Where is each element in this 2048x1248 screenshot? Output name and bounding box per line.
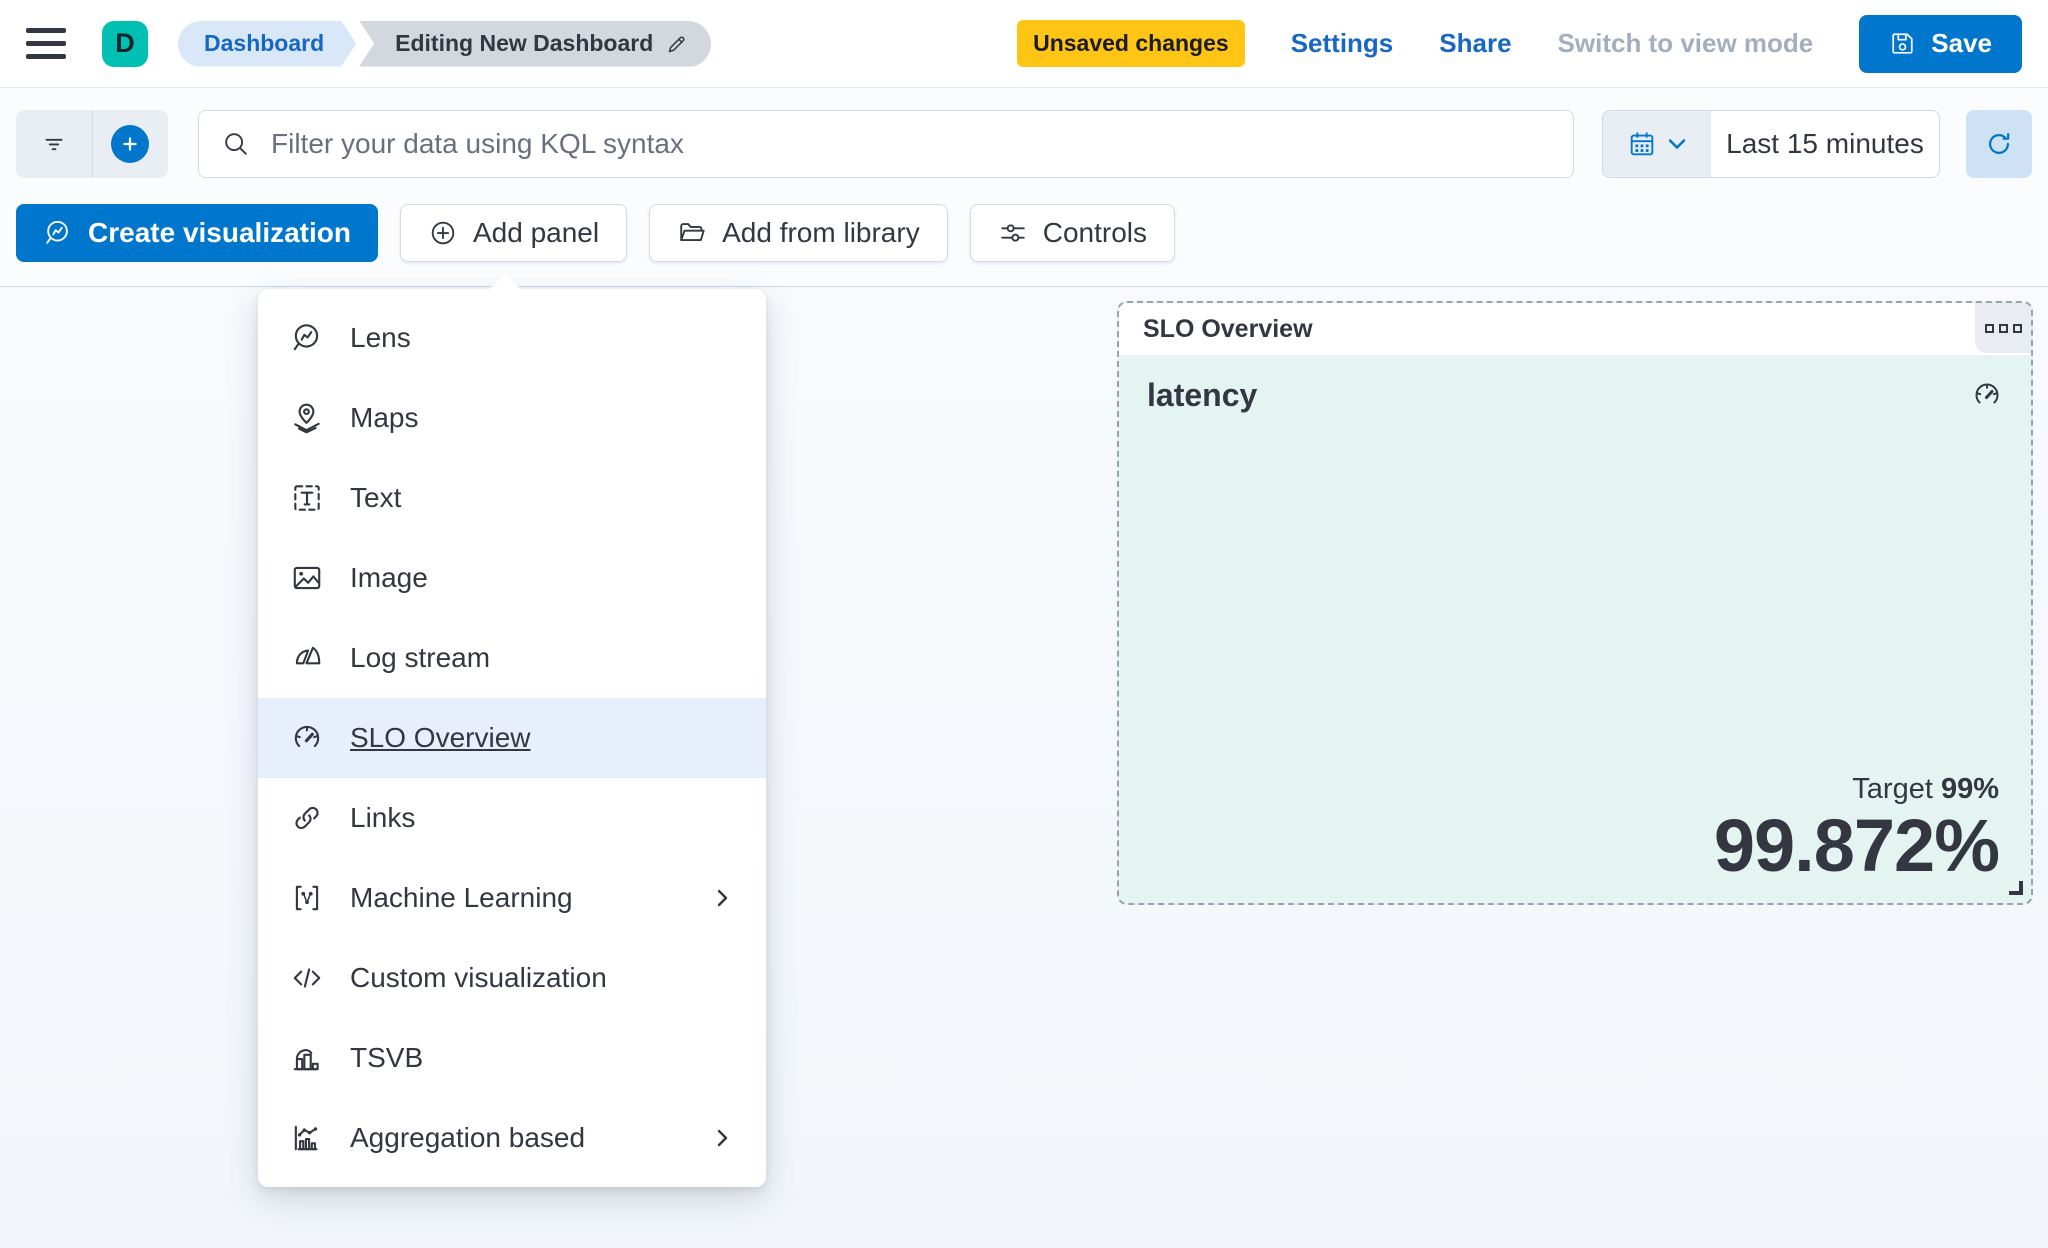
menu-item-label: Log stream <box>350 642 491 673</box>
kql-search-input[interactable] <box>271 128 1551 160</box>
add-panel-button[interactable]: Add panel <box>399 204 628 262</box>
controls-button[interactable]: Controls <box>969 204 1175 262</box>
breadcrumb-dashboard[interactable]: Dashboard <box>178 21 356 67</box>
filter-menu-button[interactable] <box>16 110 92 178</box>
menu-item-label: SLO Overview <box>350 722 531 753</box>
slo-value-block: Target 99% 99.872% <box>1713 773 2000 887</box>
aggregation-icon <box>294 1125 318 1151</box>
sliders-icon <box>1001 224 1025 242</box>
menu-item-machine-learning[interactable]: Machine Learning <box>258 858 766 938</box>
breadcrumb-current-label: Editing New Dashboard <box>395 30 654 56</box>
create-visualization-label: Create visualization <box>88 217 351 248</box>
menu-item-label: Links <box>350 802 416 833</box>
menu-item-label: Lens <box>350 322 411 353</box>
panel-title: SLO Overview <box>1143 314 1313 343</box>
gauge-icon <box>294 725 320 748</box>
create-visualization-button[interactable]: Create visualization <box>16 204 378 262</box>
image-icon <box>293 566 321 590</box>
machine-learning-icon <box>295 885 319 911</box>
settings-button[interactable]: Settings <box>1290 28 1394 58</box>
slo-name: latency <box>1147 377 1258 413</box>
panel-header-drag-handle[interactable]: SLO Overview <box>1119 303 2031 355</box>
refresh-button[interactable] <box>1966 110 2032 178</box>
plus-circle-icon <box>111 125 150 163</box>
toolbar-section: Last 15 minutes Create visualization Add… <box>0 88 2048 287</box>
add-from-library-button[interactable]: Add from library <box>649 204 948 262</box>
tsvb-icon <box>293 1049 319 1071</box>
plus-in-circle-icon <box>431 221 455 245</box>
controls-label: Controls <box>1042 217 1147 248</box>
lens-icon <box>46 220 68 244</box>
panel-body: latency Target 99% 99.872% <box>1119 355 2031 903</box>
menu-item-lens[interactable]: Lens <box>258 298 766 378</box>
menu-item-image[interactable]: Image <box>258 538 766 618</box>
menu-item-label: Text <box>350 482 402 513</box>
menu-item-aggregation-based[interactable]: Aggregation based <box>258 1098 766 1178</box>
menu-item-tsvb[interactable]: TSVB <box>258 1018 766 1098</box>
breadcrumb: Dashboard Editing New Dashboard <box>178 20 712 67</box>
menu-item-label: Custom visualization <box>350 962 607 993</box>
gauge-icon <box>1975 383 1999 404</box>
menu-hamburger-icon[interactable] <box>26 28 66 59</box>
chevron-right-icon <box>717 889 728 907</box>
add-from-library-label: Add from library <box>722 217 920 248</box>
folder-icon <box>680 223 705 241</box>
time-range-value[interactable]: Last 15 minutes <box>1726 128 1924 159</box>
menu-item-label: Machine Learning <box>350 882 573 913</box>
save-disk-icon <box>1892 33 1913 54</box>
unsaved-changes-badge: Unsaved changes <box>1017 20 1245 67</box>
code-icon <box>293 968 321 988</box>
menu-item-maps[interactable]: Maps <box>258 378 766 458</box>
refresh-icon <box>1989 133 2010 155</box>
filter-button-group <box>16 110 168 178</box>
menu-item-links[interactable]: Links <box>258 778 766 858</box>
chevron-right-icon <box>717 1129 728 1147</box>
menu-item-slo-overview[interactable]: SLO Overview <box>258 698 766 778</box>
dashboard-canvas: Lens Maps Text Image <box>0 273 2048 1248</box>
kql-search-box <box>198 110 1574 178</box>
date-quick-select-button[interactable] <box>1603 111 1711 177</box>
calendar-icon <box>1630 132 1654 156</box>
chevron-down-icon <box>1668 139 1686 149</box>
top-bar-actions: Unsaved changes Settings Share Switch to… <box>1017 14 2022 73</box>
save-button-label: Save <box>1931 28 1992 58</box>
lens-icon <box>293 324 319 351</box>
boxes-horizontal-icon <box>1984 323 1994 333</box>
space-avatar[interactable]: D <box>102 20 148 67</box>
breadcrumb-current[interactable]: Editing New Dashboard <box>359 20 712 67</box>
menu-item-log-stream[interactable]: Log stream <box>258 618 766 698</box>
menu-item-custom-visualization[interactable]: Custom visualization <box>258 938 766 1018</box>
panel-options-button[interactable] <box>1975 303 2031 353</box>
slo-observed-value: 99.872% <box>1713 803 2000 887</box>
slo-overview-panel: SLO Overview latency Target 99% 99.872% <box>1117 301 2033 905</box>
pencil-icon <box>669 35 685 52</box>
panel-resize-handle[interactable] <box>2009 881 2023 895</box>
target-label: Target <box>1852 772 1933 805</box>
target-value: 99% <box>1940 772 1999 805</box>
save-button[interactable]: Save <box>1859 14 2022 73</box>
add-filter-button[interactable] <box>91 110 169 178</box>
maps-icon <box>294 403 320 434</box>
menu-item-text[interactable]: Text <box>258 458 766 538</box>
share-button[interactable]: Share <box>1439 28 1512 58</box>
slo-target: Target 99% <box>1714 773 1999 806</box>
switch-view-mode-button[interactable]: Switch to view mode <box>1557 28 1814 58</box>
log-stream-icon <box>295 646 321 665</box>
panel-actions-row: Create visualization Add panel Add from … <box>16 204 2032 262</box>
add-panel-label: Add panel <box>472 217 600 248</box>
filter-row: Last 15 minutes <box>16 110 2032 178</box>
menu-item-label: TSVB <box>350 1042 424 1073</box>
text-icon <box>294 485 320 511</box>
top-bar: D Dashboard Editing New Dashboard Unsave… <box>0 0 2048 88</box>
time-range-picker[interactable]: Last 15 minutes <box>1602 110 1940 178</box>
filter-icon <box>45 138 63 151</box>
menu-item-label: Aggregation based <box>350 1122 586 1153</box>
add-panel-menu: Lens Maps Text Image <box>258 273 766 1187</box>
menu-item-label: Maps <box>350 402 419 433</box>
link-icon <box>295 806 319 830</box>
search-icon <box>225 133 247 155</box>
menu-item-label: Image <box>350 562 428 593</box>
